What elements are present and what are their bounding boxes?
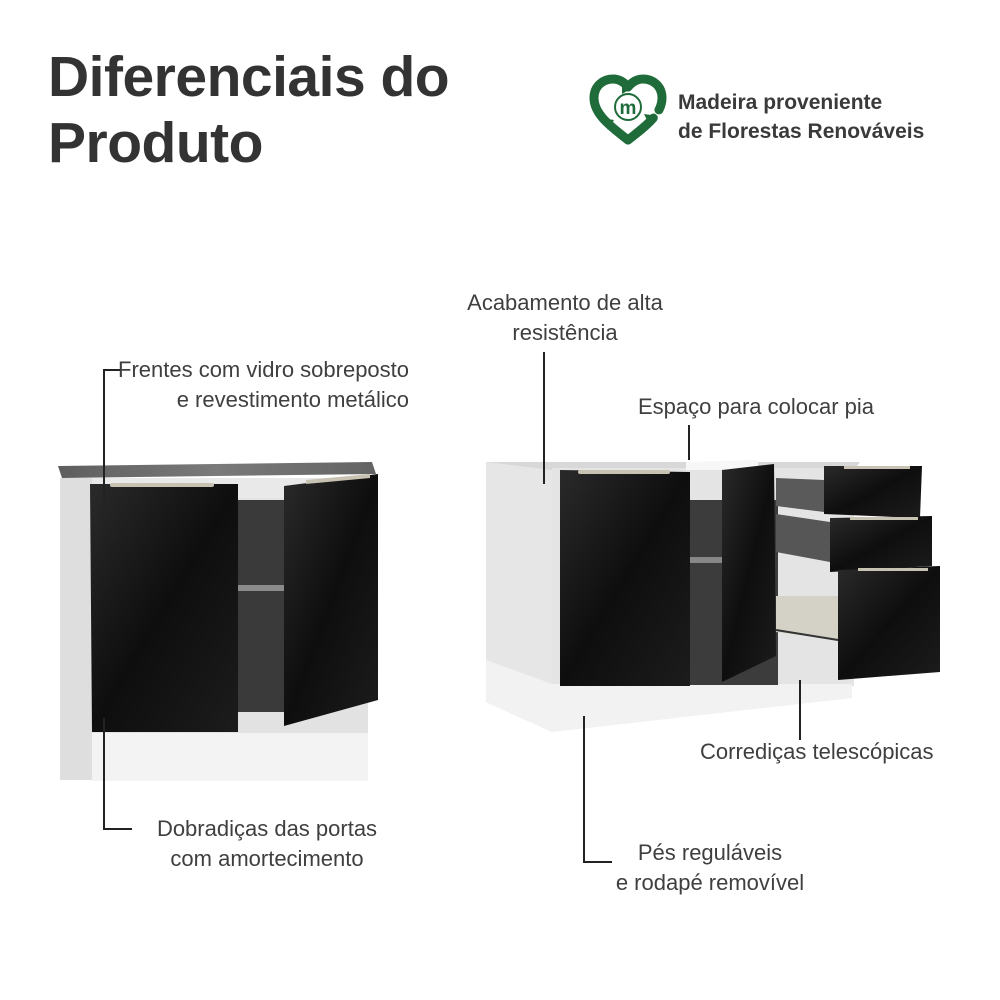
right-door-1 — [560, 470, 690, 686]
badge-text: Madeira proveniente de Florestas Renováv… — [678, 88, 924, 146]
callout-slides-line-1: Corrediças telescópicas — [700, 739, 934, 764]
badge-letter: m — [620, 98, 637, 119]
badge-line-2: de Florestas Renováveis — [678, 120, 925, 143]
right-plinth — [486, 660, 852, 732]
left-cabinet — [58, 462, 378, 781]
recycle-heart-m-icon: m — [589, 74, 667, 145]
drawer-1-front — [824, 466, 922, 518]
callout-hinges-line-2: com amortecimento — [170, 846, 364, 871]
drawer-1-handle — [844, 466, 910, 469]
drawer-2-handle — [850, 517, 918, 520]
drawer-2-front — [830, 516, 932, 572]
callout-feet: Pés reguláveis e rodapé removível — [596, 838, 824, 898]
left-interior — [238, 500, 284, 712]
callout-fronts-line-1: Frentes com vidro sobreposto — [118, 357, 410, 382]
callout-hinges-line-1: Dobradiças das portas — [156, 816, 378, 841]
left-door-1-handle — [110, 483, 214, 487]
badge-line-1: Madeira proveniente — [678, 91, 883, 114]
callout-hinges: Dobradiças das portas com amortecimento — [140, 814, 394, 874]
leader-hinges — [103, 718, 132, 830]
callout-finish-line-1: Acabamento de alta — [467, 290, 663, 315]
callout-finish-line-2: resistência — [512, 320, 618, 345]
left-door-2-handle — [306, 474, 370, 484]
callout-feet-line-1: Pés reguláveis — [637, 840, 783, 865]
right-door-1-handle — [578, 470, 670, 474]
callout-feet-line-2: e rodapé removível — [615, 870, 805, 895]
callout-sink: Espaço para colocar pia — [638, 392, 874, 422]
callout-slides: Corrediças telescópicas — [700, 737, 934, 767]
leader-feet — [583, 716, 612, 863]
drawer-3-front — [838, 566, 940, 680]
callout-sink-line-1: Espaço para colocar pia — [638, 394, 875, 419]
page-title-line-1: Diferenciais do — [48, 45, 450, 109]
left-shelf — [238, 585, 284, 591]
callout-finish: Acabamento de alta resistência — [450, 288, 680, 348]
right-cabinet — [486, 460, 940, 732]
drawer-3-handle — [858, 568, 928, 571]
sink-opening — [686, 460, 758, 470]
left-countertop — [58, 462, 376, 478]
page-title-line-2: Produto — [48, 111, 263, 175]
leader-fronts — [103, 369, 120, 502]
callout-fronts-line-2: e revestimento metálico — [176, 387, 410, 412]
leader-lines — [103, 352, 801, 863]
right-door-2 — [722, 464, 776, 682]
right-side-panel — [486, 462, 552, 732]
left-door-2 — [284, 474, 378, 726]
callout-fronts: Frentes com vidro sobreposto e revestime… — [118, 355, 409, 415]
left-plinth — [92, 733, 368, 781]
page-title: Diferenciais do Produto — [48, 44, 450, 176]
left-side-panel — [60, 478, 92, 780]
left-door-1 — [90, 484, 238, 732]
